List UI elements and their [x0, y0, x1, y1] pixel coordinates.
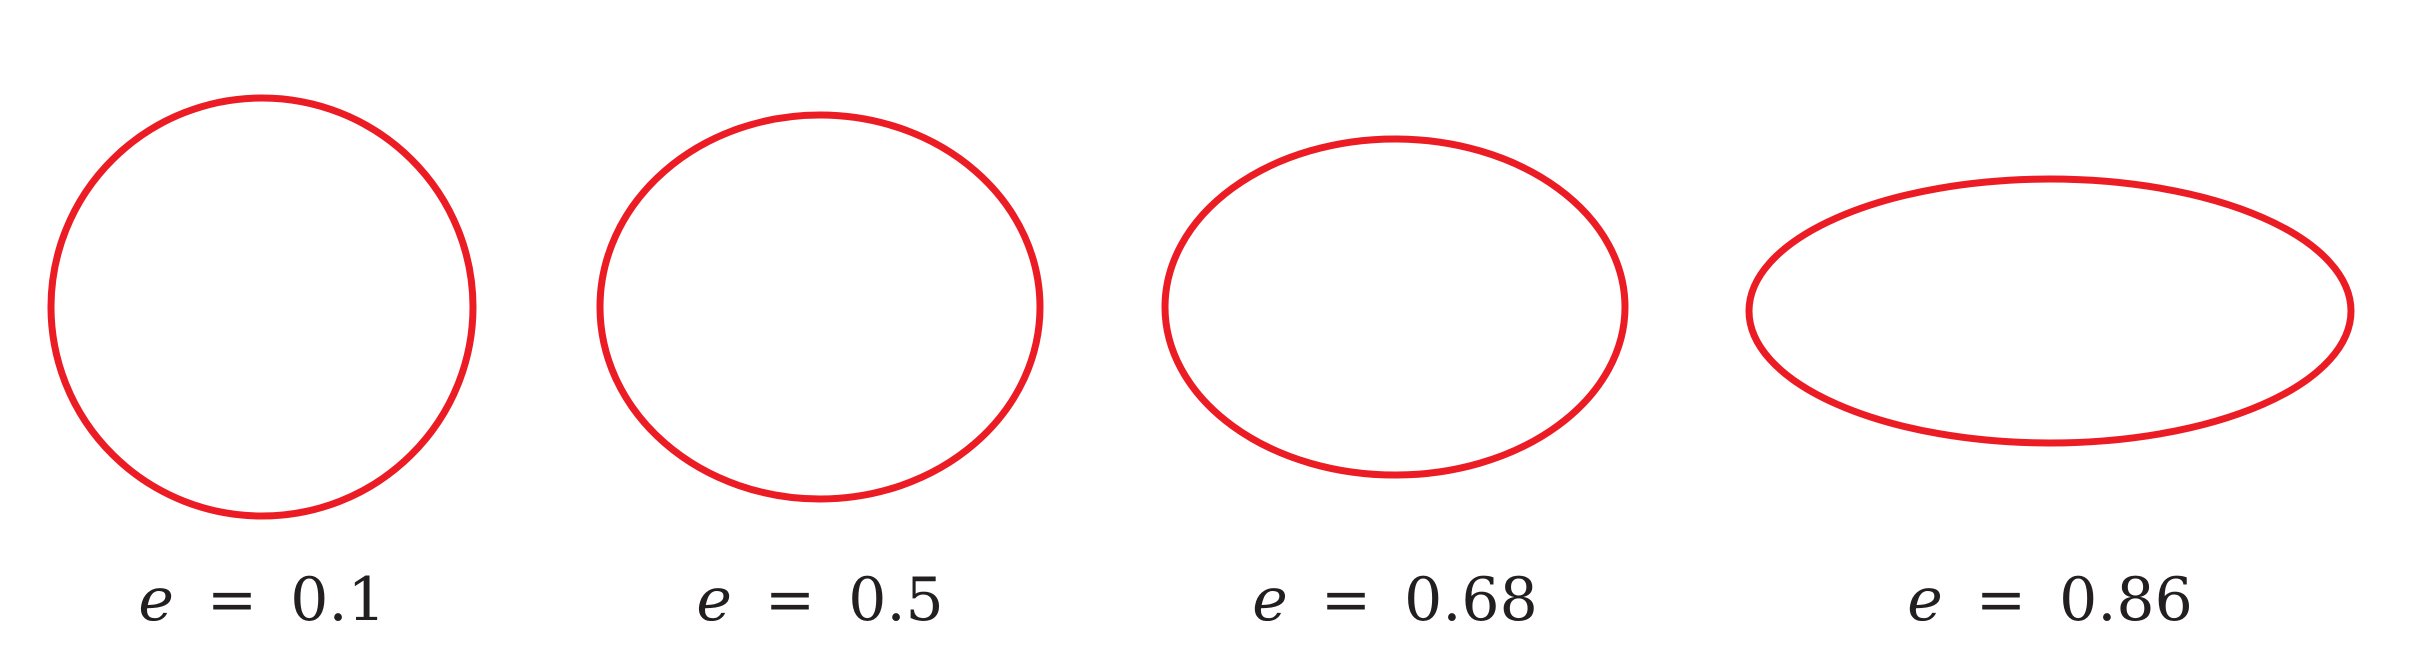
ellipse-e-0-5 — [596, 111, 1044, 503]
panel-2: e = 0.5 — [596, 111, 1044, 635]
caption-e-0-68: e = 0.68 — [1252, 565, 1538, 635]
caption-e-0-86: e = 0.86 — [1907, 565, 2193, 635]
ellipse-e-0-68 — [1161, 135, 1629, 479]
panel-3: e = 0.68 — [1161, 135, 1629, 635]
ellipse-e-0-86 — [1745, 175, 2355, 447]
caption-e-0-5: e = 0.5 — [696, 565, 943, 635]
ellipse-e-0-1 — [47, 94, 477, 520]
panel-4: e = 0.86 — [1745, 175, 2355, 635]
caption-e-0-1: e = 0.1 — [138, 565, 385, 635]
panel-1: e = 0.1 — [47, 94, 477, 635]
